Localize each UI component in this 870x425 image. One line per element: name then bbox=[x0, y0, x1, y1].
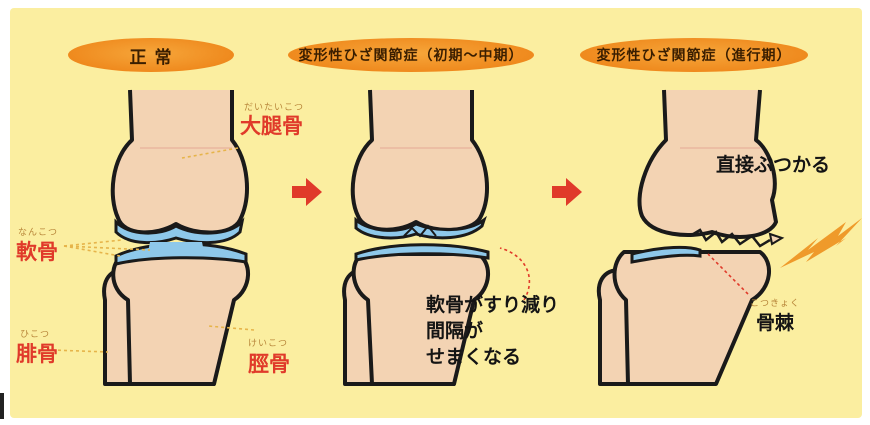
femur-bone-early bbox=[353, 90, 487, 230]
joint-space bbox=[148, 242, 204, 252]
femur-bone bbox=[113, 90, 247, 233]
knee-normal bbox=[104, 90, 248, 384]
spur-tip bbox=[770, 234, 782, 244]
worn-label-line2: 間隔が bbox=[426, 316, 483, 343]
arrow-2 bbox=[552, 178, 582, 206]
collide-label: 直接ぶつかる bbox=[716, 150, 830, 177]
tibia-bone bbox=[113, 254, 248, 384]
femur-label: 大腿骨 bbox=[240, 110, 303, 140]
worn-label-line3: せまくなる bbox=[426, 342, 521, 369]
tibia-bone-advanced bbox=[615, 252, 770, 384]
impact-lightning bbox=[780, 218, 862, 268]
spur-label: 骨棘 bbox=[756, 308, 794, 335]
edge-mark bbox=[0, 393, 4, 419]
cartilage-label: 軟骨 bbox=[16, 236, 58, 266]
knee-advanced bbox=[599, 90, 862, 384]
arrow-1 bbox=[292, 178, 322, 206]
worn-label-line1: 軟骨がすり減り bbox=[426, 290, 559, 317]
tibia-label: 脛骨 bbox=[248, 348, 290, 378]
fibula-label: 腓骨 bbox=[16, 338, 58, 368]
